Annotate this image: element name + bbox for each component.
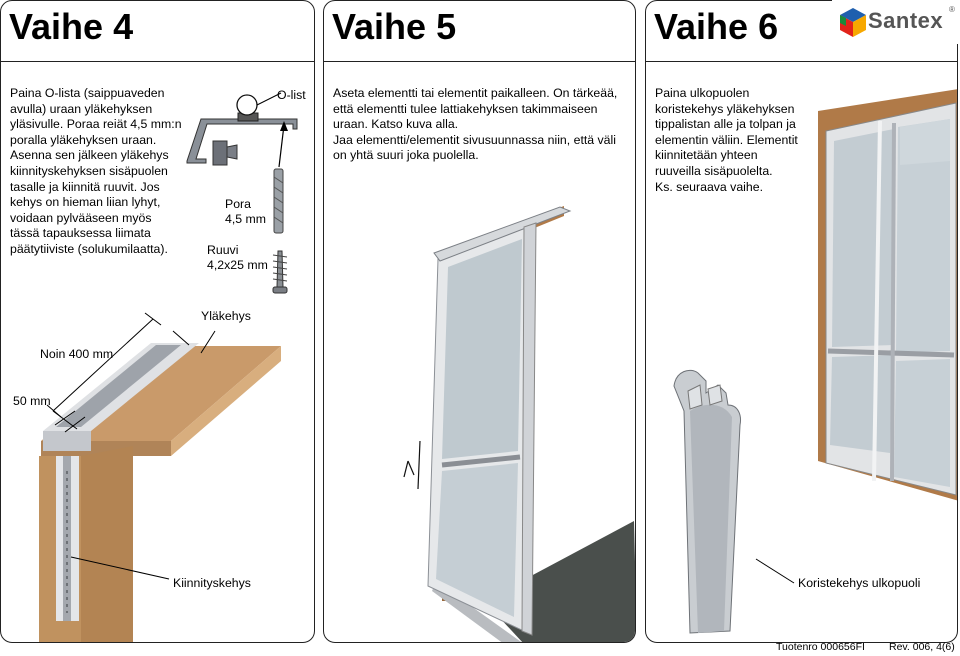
screw-name-label: Ruuvi <box>207 243 239 257</box>
step-4-title: Vaihe 4 <box>9 6 134 47</box>
product-number: Tuotenro 000656FI <box>776 641 865 653</box>
o-list-seal-icon <box>236 94 258 116</box>
santex-logo: Santex ® <box>832 0 958 44</box>
fixing-frame-label: Kiinnityskehys <box>173 576 251 590</box>
drill-size-label: 4,5 mm <box>225 212 266 226</box>
step-5-divider <box>324 61 635 62</box>
element-install-drawing <box>427 206 635 642</box>
step-5-illustration <box>403 206 635 642</box>
frame-corner-drawing <box>39 343 281 642</box>
step-6-text: Paina ulkopuolen koristekehys yläkehykse… <box>655 86 798 194</box>
decor-frame-label: Koristekehys ulkopuoli <box>798 576 921 590</box>
decor-frame-profile <box>673 369 741 634</box>
screw-size-label: 4,2x25 mm <box>207 258 268 272</box>
step-4-panel: Vaihe 4 Paina O-lista (saippuaveden avul… <box>0 0 315 643</box>
top-frame-profile <box>186 94 298 166</box>
step-5-panel: Vaihe 5 Aseta elementti tai elementit pa… <box>323 0 636 643</box>
lift-arrow-icon <box>403 440 421 490</box>
step-6-title: Vaihe 6 <box>654 6 779 47</box>
registered-mark: ® <box>949 5 955 14</box>
santex-cube-icon <box>840 8 866 37</box>
distance-label: Noin 400 mm <box>40 347 114 361</box>
offset-label: 50 mm <box>13 394 51 408</box>
step-6-illustration <box>673 89 957 634</box>
o-list-label: O-list <box>277 88 306 102</box>
step-4-text: Paina O-lista (saippuaveden avulla) uraa… <box>10 86 182 256</box>
step-6-divider <box>646 61 957 62</box>
screw-icon <box>272 250 288 294</box>
step-6-panel: Vaihe 6 Paina ulkopuolen koristekehys yl… <box>645 0 958 643</box>
drill-bit-icon <box>273 168 284 234</box>
revision-info: Rev. 006, 4(6) <box>889 641 955 653</box>
step-5-text: Aseta elementti tai elementit paikalleen… <box>333 86 618 163</box>
window-wall-drawing <box>818 89 957 501</box>
drill-name-label: Pora <box>225 197 251 211</box>
santex-wordmark: Santex <box>868 8 944 33</box>
step-5-title: Vaihe 5 <box>332 6 457 47</box>
top-frame-label: Yläkehys <box>201 309 251 323</box>
step-4-illustration <box>39 92 298 642</box>
step-4-divider <box>1 61 314 62</box>
